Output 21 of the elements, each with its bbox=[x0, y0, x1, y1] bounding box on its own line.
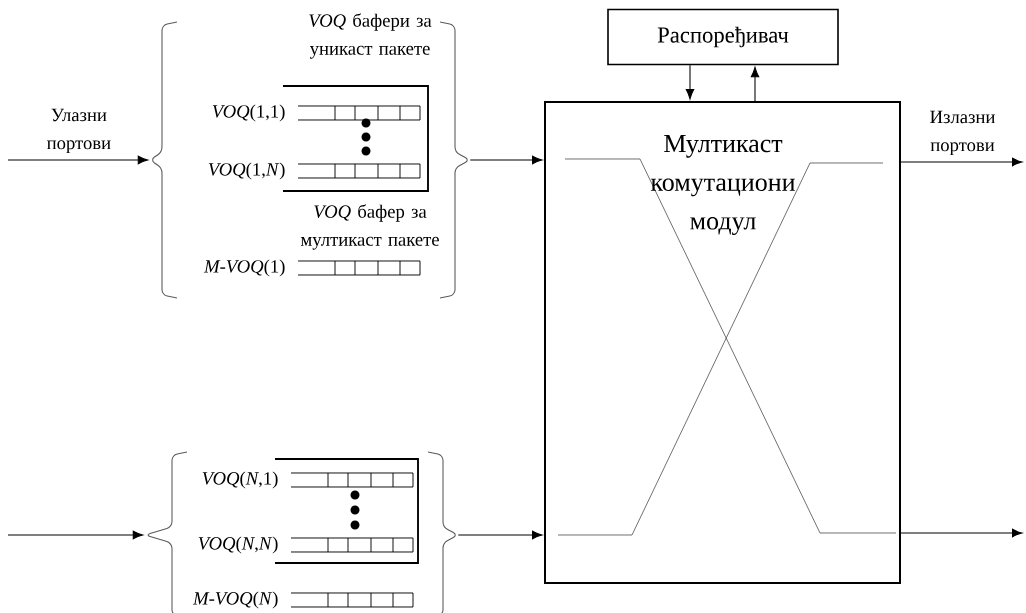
queue-row: VOQ(N,N) bbox=[198, 536, 414, 554]
group-caption: VOQ бафер за мултикаст пакете bbox=[300, 204, 439, 250]
queue-row: VOQ(1,N) bbox=[208, 162, 421, 180]
arrow bbox=[685, 64, 695, 100]
edge-label: Излазни портови bbox=[930, 110, 995, 156]
queue-row: M-VOQ(1) bbox=[203, 259, 421, 277]
queue-row: VOQ(1,1) bbox=[212, 104, 421, 122]
bracket-group bbox=[147, 451, 456, 613]
switch-module-box: Мултикаст комутациони модул bbox=[544, 101, 901, 584]
arrow bbox=[469, 155, 543, 165]
group-caption: VOQ бафери за уникаст пакете bbox=[309, 13, 432, 59]
scheduler-box: Распоређивач bbox=[607, 8, 839, 66]
queue-row: M-VOQ(N) bbox=[192, 591, 414, 609]
arrow bbox=[7, 155, 149, 165]
arrow bbox=[457, 530, 543, 540]
arrow bbox=[900, 528, 1023, 538]
arrow bbox=[750, 66, 760, 102]
edge-label: Улазни портови bbox=[47, 108, 111, 154]
arrow bbox=[900, 157, 1023, 167]
arrow bbox=[7, 530, 144, 540]
queue-row: VOQ(N,1) bbox=[202, 471, 414, 489]
